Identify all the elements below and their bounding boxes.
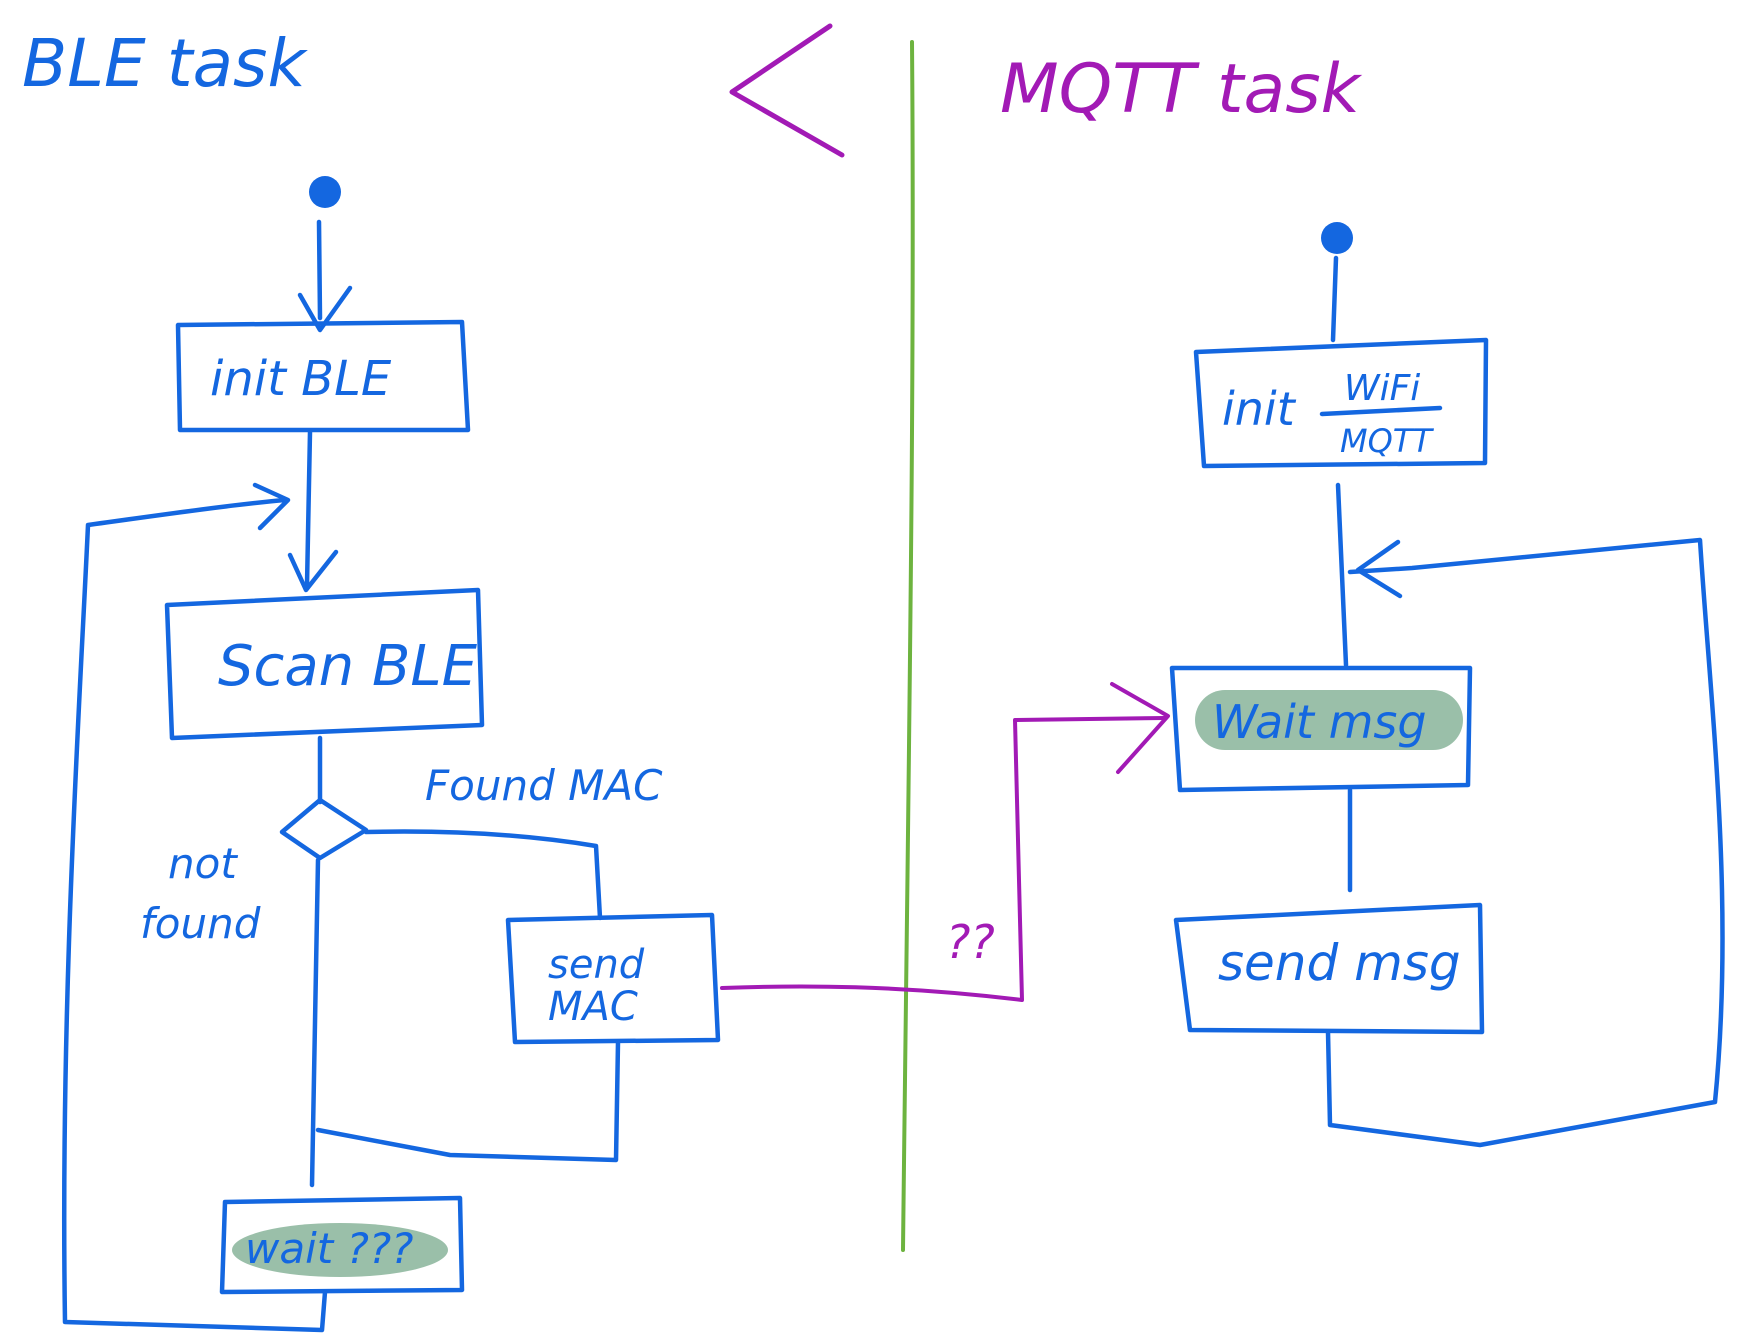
mqtt-init-wifi: WiFi: [1344, 368, 1420, 409]
not-found-label-2: found: [140, 899, 261, 948]
ble-scan-label: Scan BLE: [218, 634, 478, 699]
mqtt-wait-highlight: [1195, 690, 1463, 750]
mqtt-send-box: [1173, 902, 1485, 1035]
ble-wait-box: [219, 1195, 465, 1295]
not-found-label-1: not: [168, 839, 238, 888]
found-mac-label: Found MAC: [425, 761, 663, 810]
ble-wait-label: wait ???: [245, 1224, 413, 1273]
mqtt-init-divider: [1319, 405, 1443, 417]
send-mac-label-1: send: [548, 942, 645, 988]
lane-divider: [901, 40, 915, 1252]
ble-init-to-scan-edge: [304, 429, 313, 588]
mqtt-wait-label: Wait msg: [1212, 695, 1427, 749]
mqtt-init-prefix: init: [1222, 382, 1297, 436]
ble-start-edge: [316, 219, 323, 321]
ble-scan-box: [164, 587, 485, 741]
ble-task-title: BLE task: [22, 25, 308, 102]
send-to-merge-edge: [315, 1039, 621, 1163]
mqtt-init-box: [1193, 337, 1489, 469]
ble-start-node: [309, 176, 341, 208]
mqtt-start-node: [1321, 222, 1353, 254]
ble-loop-back-edge: [61, 497, 328, 1333]
send-mac-label-2: MAC: [548, 984, 638, 1030]
ble-scan-arrowhead: [287, 549, 339, 593]
ble-loop-arrowhead: [252, 482, 291, 531]
mqtt-wait-box: [1169, 665, 1473, 793]
mqtt-send-label: send msg: [1218, 934, 1461, 992]
ble-start-arrowhead: [297, 285, 353, 333]
found-branch-edge: [363, 829, 603, 921]
mqtt-loop-back-edge: [1325, 537, 1725, 1148]
cross-lane-arrowhead: [1110, 682, 1170, 774]
mqtt-start-edge: [1330, 255, 1339, 343]
connector-label: ??: [946, 915, 995, 969]
mqtt-init-to-wait-edge: [1335, 482, 1349, 668]
not-found-branch-edge: [309, 857, 321, 1188]
mqtt-loop-arrowhead: [1355, 539, 1403, 599]
cross-lane-connector: [720, 716, 1167, 1002]
less-than-mark: [729, 23, 845, 158]
ble-decision-diamond: [279, 797, 369, 861]
ble-wait-highlight: [232, 1223, 448, 1277]
mqtt-init-mqtt: MQTT: [1340, 422, 1434, 460]
mqtt-task-title: MQTT task: [1000, 50, 1363, 129]
ble-init-box: [175, 319, 471, 433]
send-mac-box: [505, 912, 721, 1045]
ble-init-label: init BLE: [210, 351, 392, 407]
